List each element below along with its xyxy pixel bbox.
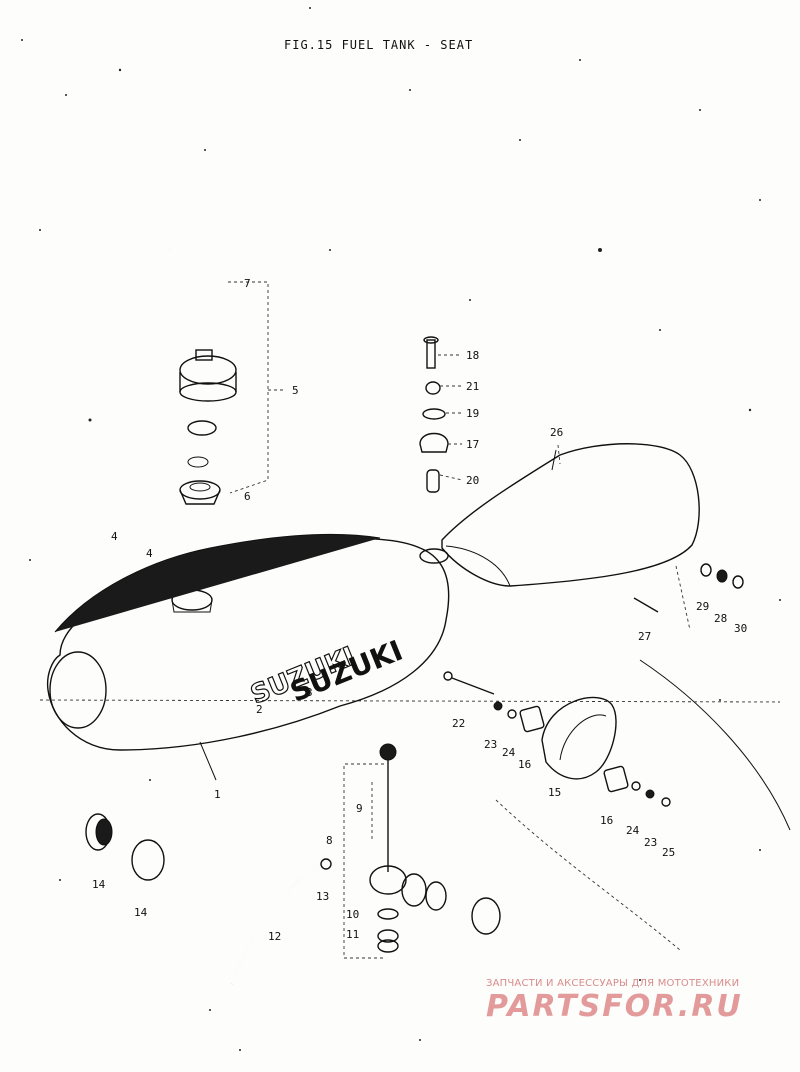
callout-23b: 23 <box>644 836 657 849</box>
tank-cushion-a <box>85 813 113 851</box>
callout-16a: 16 <box>518 758 531 771</box>
callout-24b: 24 <box>626 824 640 837</box>
callout-26: 26 <box>550 426 563 439</box>
callout-12: 12 <box>268 930 281 943</box>
callout-24a: 24 <box>502 746 516 759</box>
callout-4a: 4 <box>111 530 118 543</box>
callout-7: 7 <box>244 277 251 290</box>
callout-2: 2 <box>256 703 263 716</box>
callout-14b: 14 <box>134 906 148 919</box>
cap-seal <box>187 456 209 468</box>
callout-27: 27 <box>638 630 651 643</box>
watermark-subtitle: ЗАПЧАСТИ И АКСЕССУАРЫ ДЛЯ МОТОТЕХНИКИ <box>486 978 740 989</box>
callout-13: 13 <box>316 890 329 903</box>
watermark-brand: PARTSFOR.RU <box>486 989 743 1024</box>
tank-bracket-hardware <box>443 671 545 733</box>
callout-5: 5 <box>292 384 299 397</box>
callout-4b: 4 <box>146 547 153 560</box>
callout-16b: 16 <box>600 814 613 827</box>
side-cover <box>541 696 617 780</box>
callouts: 1 2 3 4 4 5 6 7 8 9 10 11 12 13 14 14 15… <box>92 277 747 943</box>
callout-17: 17 <box>466 438 479 451</box>
callout-8: 8 <box>326 834 333 847</box>
callout-9: 9 <box>356 802 363 815</box>
fuel-cap <box>179 349 237 402</box>
callout-30: 30 <box>734 622 747 635</box>
callout-11: 11 <box>346 928 359 941</box>
callout-14a: 14 <box>92 878 106 891</box>
callout-3: 3 <box>306 686 313 699</box>
scan-speckles <box>21 7 781 1051</box>
callout-22: 22 <box>452 717 465 730</box>
tank-rear-mount <box>419 548 449 564</box>
watermark: ЗАПЧАСТИ И АКСЕССУАРЫ ДЛЯ МОТОТЕХНИКИ PA… <box>486 978 786 1024</box>
callout-15: 15 <box>548 786 561 799</box>
tank-cushion-b <box>131 839 165 881</box>
side-cover-hardware <box>603 765 671 807</box>
callout-18: 18 <box>466 349 479 362</box>
callout-25: 25 <box>662 846 675 859</box>
tank-trim-strip <box>54 533 381 633</box>
fuel-petcock <box>369 743 501 953</box>
seat-fasteners <box>633 563 744 613</box>
callout-28: 28 <box>714 612 727 625</box>
frame-guide-1 <box>495 799 681 951</box>
seat <box>441 443 700 587</box>
seat-bolt-stack <box>419 336 449 493</box>
leader-5-6-7 <box>228 281 269 494</box>
filler-ring <box>179 480 221 505</box>
cap-gasket <box>187 420 217 436</box>
callout-21: 21 <box>466 380 479 393</box>
fuel-line <box>231 861 325 985</box>
callout-10: 10 <box>346 908 359 921</box>
reference-line <box>39 699 781 703</box>
callout-1: 1 <box>214 788 221 801</box>
callout-23a: 23 <box>484 738 497 751</box>
callout-6: 6 <box>244 490 251 503</box>
frame-guide-2 <box>639 659 791 831</box>
figure-title: FIG.15 FUEL TANK - SEAT <box>284 38 474 52</box>
callout-19: 19 <box>466 407 479 420</box>
hose-clip <box>320 858 332 870</box>
callout-29: 29 <box>696 600 709 613</box>
callout-20: 20 <box>466 474 479 487</box>
